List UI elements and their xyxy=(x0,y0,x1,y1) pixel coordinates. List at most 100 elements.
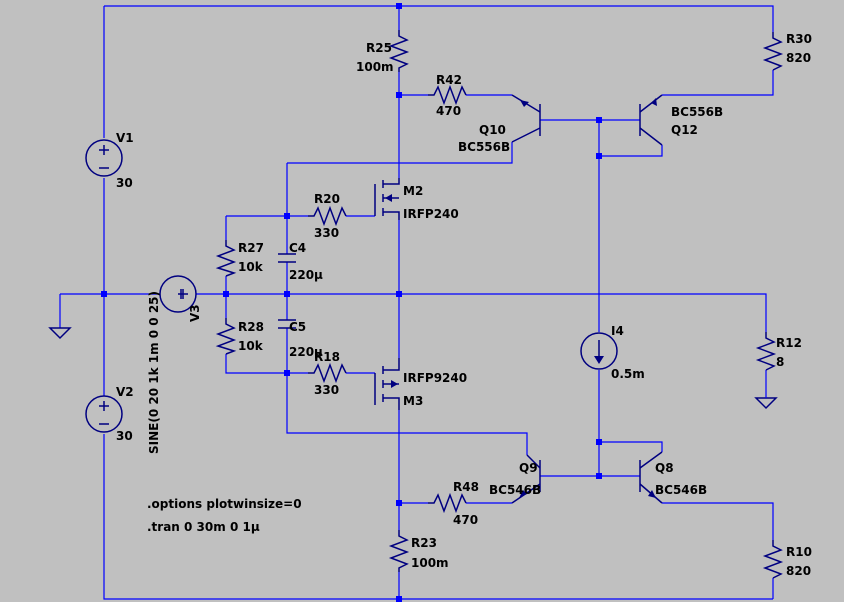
npn-icon xyxy=(511,454,541,504)
r48-value: 470 xyxy=(453,513,478,527)
capacitor-c5[interactable]: C5 220µ xyxy=(278,319,323,359)
resistor-icon xyxy=(762,32,784,71)
r27-name: R27 xyxy=(238,241,264,255)
q9-value: BC546B xyxy=(489,483,541,497)
resistor-icon xyxy=(215,318,237,355)
m2-name: M2 xyxy=(403,184,423,198)
voltage-source-v1[interactable]: V1 30 xyxy=(85,131,134,190)
resistor-icon xyxy=(755,332,777,371)
c5-value: 220µ xyxy=(289,345,323,359)
r23-name: R23 xyxy=(411,536,437,550)
voltage-source-v3[interactable]: V3 SINE(0 20 1k 1m 0 0 25) xyxy=(147,275,202,454)
r48-name: R48 xyxy=(453,480,479,494)
q8-name: Q8 xyxy=(655,461,674,475)
c4-value: 220µ xyxy=(289,268,323,282)
q9-name: Q9 xyxy=(519,461,538,475)
m3-name: M3 xyxy=(403,394,423,408)
voltage-source-icon xyxy=(85,139,123,177)
r27-value: 10k xyxy=(238,260,264,274)
bjt-q12[interactable]: BC556B Q12 xyxy=(639,94,723,146)
r25-value: 100m xyxy=(356,60,394,74)
q10-name: Q10 xyxy=(479,123,506,137)
npn-icon xyxy=(639,451,663,504)
resistor-r27[interactable]: R27 10k xyxy=(215,240,264,277)
r10-name: R10 xyxy=(786,545,812,559)
resistor-r25[interactable]: R25 100m xyxy=(356,30,410,74)
resistor-icon xyxy=(428,492,467,514)
r12-name: R12 xyxy=(776,336,802,350)
c4-name: C4 xyxy=(289,241,306,255)
current-source-icon xyxy=(580,332,618,370)
i4-name: I4 xyxy=(611,324,624,338)
ground-icon xyxy=(754,370,778,410)
resistor-icon xyxy=(388,530,410,572)
bjt-q9[interactable]: Q9 BC546B xyxy=(489,454,541,504)
r30-name: R30 xyxy=(786,32,812,46)
resistor-r30[interactable]: R30 820 xyxy=(762,32,812,71)
v1-value: 30 xyxy=(116,176,133,190)
r25-name: R25 xyxy=(366,41,392,55)
capacitor-c4[interactable]: C4 220µ xyxy=(278,241,323,282)
r18-name: R18 xyxy=(314,350,340,364)
c5-name: C5 xyxy=(289,320,306,334)
voltage-source-icon xyxy=(159,275,197,313)
r23-value: 100m xyxy=(411,556,449,570)
resistor-r10[interactable]: R10 820 xyxy=(762,540,812,579)
mosfet-m3[interactable]: IRFP9240 M3 xyxy=(374,358,467,410)
resistor-r20[interactable]: R20 330 xyxy=(308,192,347,240)
resistor-icon xyxy=(215,240,237,277)
q12-value: BC556B xyxy=(671,105,723,119)
r20-value: 330 xyxy=(314,226,339,240)
pnp-icon xyxy=(511,94,541,143)
resistor-r12[interactable]: R12 8 xyxy=(755,332,802,371)
current-source-i4[interactable]: I4 0.5m xyxy=(580,324,645,381)
i4-value: 0.5m xyxy=(611,367,645,381)
r42-name: R42 xyxy=(436,73,462,87)
resistor-icon xyxy=(428,84,467,106)
r20-name: R20 xyxy=(314,192,340,206)
v1-name: V1 xyxy=(116,131,134,145)
r18-value: 330 xyxy=(314,383,339,397)
capacitor-icon xyxy=(278,319,296,329)
v2-name: V2 xyxy=(116,385,134,399)
v2-value: 30 xyxy=(116,429,133,443)
voltage-source-icon xyxy=(85,395,123,433)
r28-name: R28 xyxy=(238,320,264,334)
mosfet-m2[interactable]: M2 IRFP240 xyxy=(374,178,459,221)
resistor-r18[interactable]: R18 330 xyxy=(308,350,347,397)
resistor-icon xyxy=(308,205,347,227)
capacitor-icon xyxy=(278,253,296,263)
r28-value: 10k xyxy=(238,339,264,353)
q12-name: Q12 xyxy=(671,123,698,137)
resistor-r23[interactable]: R23 100m xyxy=(388,530,449,572)
r12-value: 8 xyxy=(776,355,784,369)
ground-icon xyxy=(48,327,72,340)
m3-value: IRFP9240 xyxy=(403,371,467,385)
resistor-icon xyxy=(388,30,410,72)
r42-value: 470 xyxy=(436,104,461,118)
spice-directives[interactable]: .options plotwinsize=0 .tran 0 30m 0 1µ xyxy=(147,497,302,534)
bjt-q8[interactable]: Q8 BC546B xyxy=(639,451,707,504)
bjt-q10[interactable]: Q10 BC556B xyxy=(458,94,541,154)
resistor-icon xyxy=(308,362,347,384)
voltage-source-v2[interactable]: V2 30 xyxy=(85,385,134,443)
v3-name: V3 xyxy=(188,304,202,322)
pmos-icon xyxy=(374,358,400,410)
resistor-r42[interactable]: R42 470 xyxy=(428,73,467,118)
junctions xyxy=(101,3,602,602)
resistor-r48[interactable]: R48 470 xyxy=(428,480,479,527)
resistor-r28[interactable]: R28 10k xyxy=(215,318,264,355)
directive-tran: .tran 0 30m 0 1µ xyxy=(147,520,260,534)
r10-value: 820 xyxy=(786,564,811,578)
m2-value: IRFP240 xyxy=(403,207,459,221)
nmos-icon xyxy=(374,178,400,220)
q10-value: BC556B xyxy=(458,140,510,154)
pnp-icon xyxy=(639,94,663,146)
q8-value: BC546B xyxy=(655,483,707,497)
directive-options: .options plotwinsize=0 xyxy=(147,497,302,511)
resistor-icon xyxy=(762,540,784,579)
r30-value: 820 xyxy=(786,51,811,65)
v3-value: SINE(0 20 1k 1m 0 0 25) xyxy=(147,291,161,454)
